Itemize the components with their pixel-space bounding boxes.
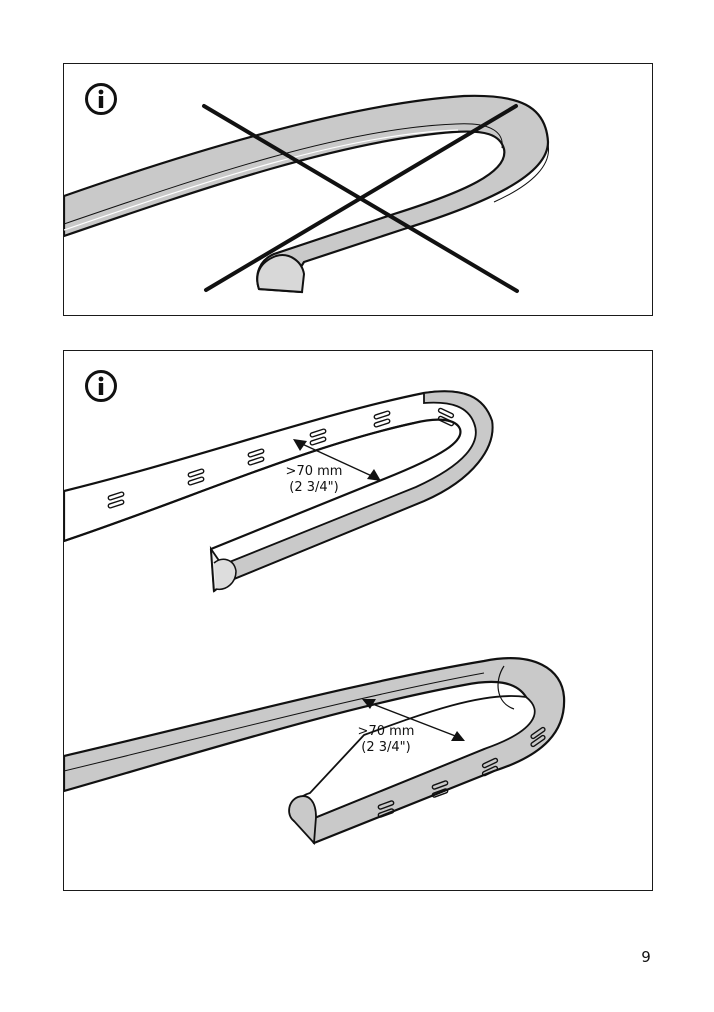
bend-radius-label-2: >70 mm (2 3/4")	[341, 724, 431, 756]
info-icon	[85, 83, 117, 115]
bend-radius-imperial: (2 3/4")	[361, 740, 411, 755]
dimension-arrow-2	[369, 702, 459, 738]
info-icon	[85, 370, 117, 402]
bend-radius-imperial: (2 3/4")	[289, 480, 339, 495]
bend-radius-label-1: >70 mm (2 3/4")	[269, 464, 359, 496]
led-strip-wide-bend-illustration	[64, 390, 566, 846]
cross-line-2	[204, 104, 518, 292]
panel-incorrect-bend	[63, 63, 653, 316]
bend-radius-metric: >70 mm	[357, 724, 415, 739]
panel-correct-bend: >70 mm (2 3/4") >70 mm (2 3/4")	[63, 350, 653, 891]
dimension-arrow-1	[299, 442, 375, 478]
led-strip-tight-bend-illustration	[64, 94, 550, 294]
bend-radius-metric: >70 mm	[285, 464, 343, 479]
page-number: 9	[641, 948, 651, 966]
